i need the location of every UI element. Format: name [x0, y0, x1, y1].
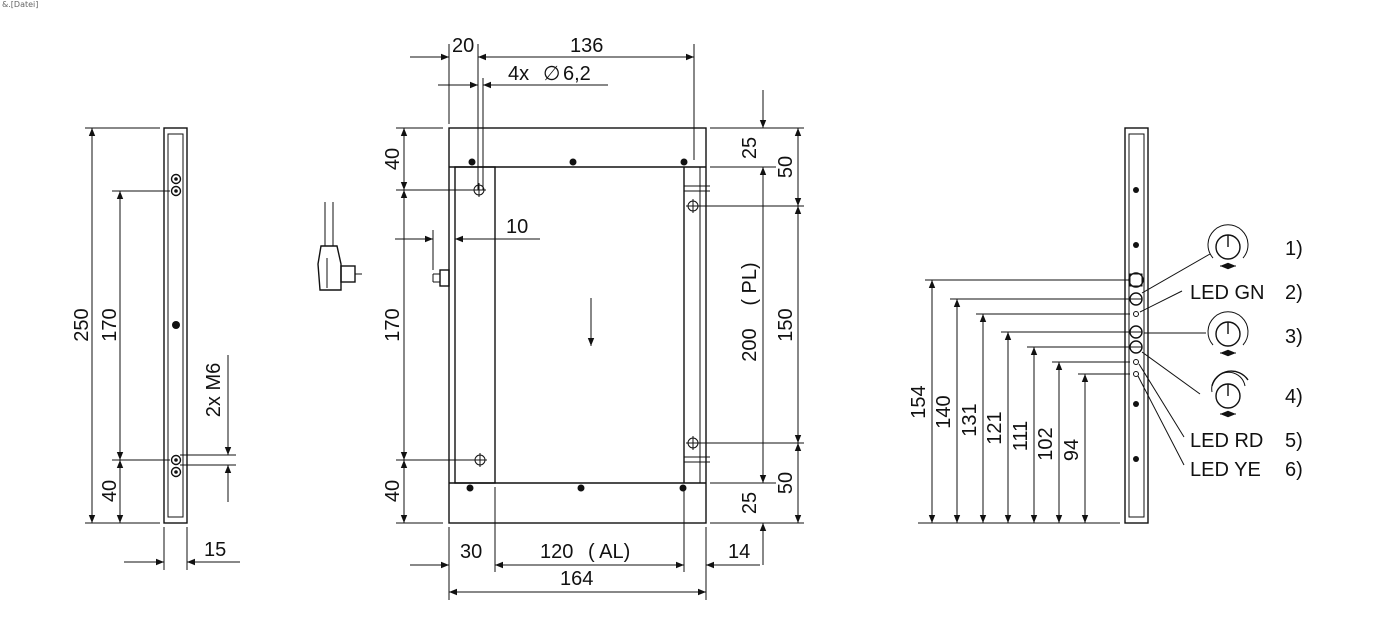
side-mount-holes	[170, 173, 182, 478]
frame-outline	[448, 127, 707, 524]
dim-136: 136	[570, 35, 603, 57]
label-al: ( AL)	[588, 541, 630, 563]
front-view: 20 136 4x ∅ 6,2 40 170 40 10	[382, 35, 804, 600]
dim-170: 170	[99, 308, 121, 341]
dim-15: 15	[204, 539, 226, 561]
left-rail	[454, 166, 496, 484]
dim-131: 131	[959, 403, 981, 436]
dim-40: 40	[99, 480, 121, 502]
dim-120: 120	[540, 541, 573, 563]
callout-2-text: LED GN	[1190, 282, 1264, 304]
dim-50-bottom: 50	[775, 472, 797, 494]
dim-40-top: 40	[382, 148, 404, 170]
dim-6-2: 6,2	[563, 63, 591, 85]
dim-250: 250	[71, 308, 93, 341]
dim-25-bottom: 25	[739, 492, 761, 514]
callout-2-number: 2)	[1285, 282, 1303, 304]
dim-170-front: 170	[382, 308, 404, 341]
side-profile-outline	[163, 127, 188, 524]
dim-25-top: 25	[739, 137, 761, 159]
frame-screws	[466, 158, 688, 492]
panel-outline	[1124, 127, 1149, 524]
callout-4-number: 4)	[1285, 386, 1303, 408]
side-view: 250 170 40 2x M6 15	[71, 127, 240, 570]
callout-3-number: 3)	[1285, 326, 1303, 348]
dim-30: 30	[460, 541, 482, 563]
dim-102: 102	[1035, 427, 1057, 460]
potentiometer-icon-4	[1211, 370, 1249, 418]
callout-5-text: LED RD	[1190, 430, 1263, 452]
callout-leaders	[1137, 253, 1211, 466]
dim-10: 10	[506, 216, 528, 238]
dim-50-top: 50	[775, 156, 797, 178]
mounting-holes	[472, 183, 700, 467]
dim-200: 200	[739, 328, 761, 361]
dim-14: 14	[728, 541, 750, 563]
dim-140: 140	[933, 395, 955, 428]
panel-controls	[1128, 272, 1144, 377]
potentiometer-icon-1	[1207, 224, 1249, 270]
panel-screws	[1133, 187, 1139, 462]
dim-111: 111	[1010, 421, 1032, 451]
callout-6-number: 6)	[1285, 459, 1303, 481]
thread-m6-label: 2x M6	[203, 363, 225, 417]
dim-20: 20	[452, 35, 474, 57]
callout-1-number: 1)	[1285, 238, 1303, 260]
dim-121: 121	[984, 411, 1006, 444]
panel-inner	[1128, 133, 1145, 518]
height-extension-lines	[918, 279, 1130, 524]
height-dimension-lines	[928, 280, 1089, 523]
panel-view: 154 140 131 121 111 102 94	[908, 127, 1303, 524]
label-pl: ( PL)	[739, 262, 761, 305]
callout-6-text: LED YE	[1190, 459, 1261, 481]
potentiometer-icon-3	[1207, 311, 1249, 357]
dim-154: 154	[908, 385, 930, 418]
callout-5-number: 5)	[1285, 430, 1303, 452]
dim-40-bottom: 40	[382, 480, 404, 502]
holes-count: 4x	[508, 63, 529, 85]
side-connector	[432, 269, 450, 287]
diameter-symbol: ∅	[543, 63, 560, 85]
side-profile-inner	[167, 133, 184, 518]
dim-164: 164	[560, 568, 593, 590]
dim-94: 94	[1061, 439, 1083, 461]
file-name-field: &.[Datei]	[2, 0, 39, 9]
dim-150: 150	[775, 308, 797, 341]
cable-connector	[317, 202, 362, 291]
